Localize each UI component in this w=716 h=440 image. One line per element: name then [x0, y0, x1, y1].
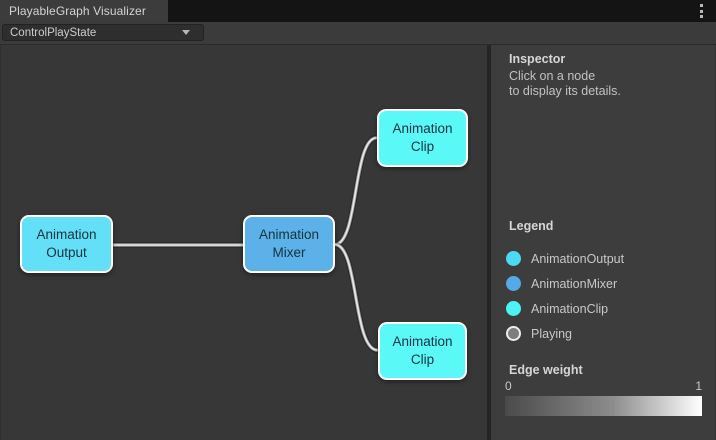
- panel-divider[interactable]: [487, 45, 491, 440]
- edge-weight-min: 0: [505, 379, 512, 393]
- inspector-hint: Click on a node to display its details.: [509, 69, 621, 100]
- tab-playablegraph-visualizer[interactable]: PlayableGraph Visualizer: [0, 0, 168, 22]
- node-label: Animation Clip: [392, 121, 453, 154]
- node-animation-clip-top[interactable]: Animation Clip: [377, 109, 468, 167]
- graph-selector-dropdown[interactable]: ControlPlayState: [2, 24, 204, 41]
- dropdown-arrow-icon: [182, 30, 190, 35]
- node-animation-clip-bottom[interactable]: Animation Clip: [378, 322, 467, 380]
- edge-mixer-to-clip-top: [333, 135, 378, 248]
- playing-swatch-icon: [506, 326, 521, 341]
- edge-weight-scale: 0 1: [505, 379, 702, 393]
- edge-weight-gradient-bar: [505, 396, 702, 416]
- inspector-panel: Inspector Click on a node to display its…: [491, 45, 716, 440]
- graph-selector-value: ControlPlayState: [10, 26, 97, 39]
- legend-title: Legend: [509, 219, 554, 233]
- legend-item-playing: Playing: [506, 321, 572, 346]
- legend-label: AnimationOutput: [531, 251, 625, 266]
- inspector-title: Inspector: [509, 52, 566, 66]
- graph-edges: [113, 135, 379, 353]
- node-animation-mixer[interactable]: Animation Mixer: [243, 215, 335, 273]
- main-area: Animation Output Animation Mixer Animati…: [0, 45, 716, 440]
- title-bar: PlayableGraph Visualizer: [0, 0, 716, 22]
- legend-item-animation-clip: AnimationClip: [506, 296, 608, 321]
- inspector-hint-line2: to display its details.: [509, 84, 621, 99]
- toolbar: ControlPlayState: [0, 22, 716, 45]
- legend-item-animation-output: AnimationOutput: [506, 246, 624, 271]
- legend-label: Playing: [531, 326, 572, 341]
- animation-output-swatch-icon: [506, 251, 521, 266]
- legend-label: AnimationClip: [531, 301, 609, 316]
- edge-mixer-to-clip-bottom: [333, 241, 379, 353]
- edge-weight-max: 1: [695, 379, 702, 393]
- node-label: Animation Output: [36, 227, 97, 260]
- animation-clip-swatch-icon: [506, 301, 521, 316]
- kebab-menu-icon[interactable]: [700, 4, 704, 18]
- graph-canvas[interactable]: Animation Output Animation Mixer Animati…: [0, 45, 487, 440]
- node-animation-output[interactable]: Animation Output: [20, 215, 113, 273]
- edge-weight-title: Edge weight: [509, 363, 583, 377]
- inspector-hint-line1: Click on a node: [509, 69, 596, 83]
- window-title: PlayableGraph Visualizer: [9, 4, 146, 18]
- node-label: Animation Clip: [392, 334, 453, 367]
- legend-label: AnimationMixer: [531, 276, 618, 291]
- node-label: Animation Mixer: [258, 227, 320, 260]
- animation-mixer-swatch-icon: [506, 276, 521, 291]
- legend-item-animation-mixer: AnimationMixer: [506, 271, 617, 296]
